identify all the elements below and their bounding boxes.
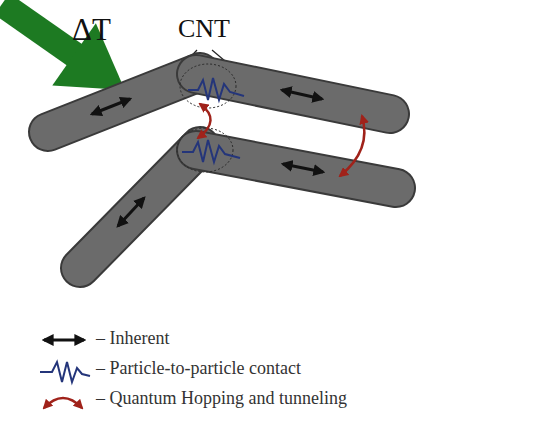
legend-text: – Particle-to-particle contact — [96, 358, 301, 379]
label-text: CNT — [178, 14, 230, 44]
legend-text: – Inherent — [96, 328, 169, 349]
contact-zigzag — [188, 78, 244, 100]
nanotubes — [48, 72, 396, 268]
inherent-arrows — [92, 90, 323, 226]
legend-samples — [40, 340, 90, 408]
label-text: ΔT — [72, 12, 111, 48]
hopping-arrows — [198, 104, 364, 176]
contact-zigzag — [182, 140, 240, 162]
legend-text: – Quantum Hopping and tunneling — [96, 388, 347, 409]
contact-zone — [180, 64, 236, 108]
